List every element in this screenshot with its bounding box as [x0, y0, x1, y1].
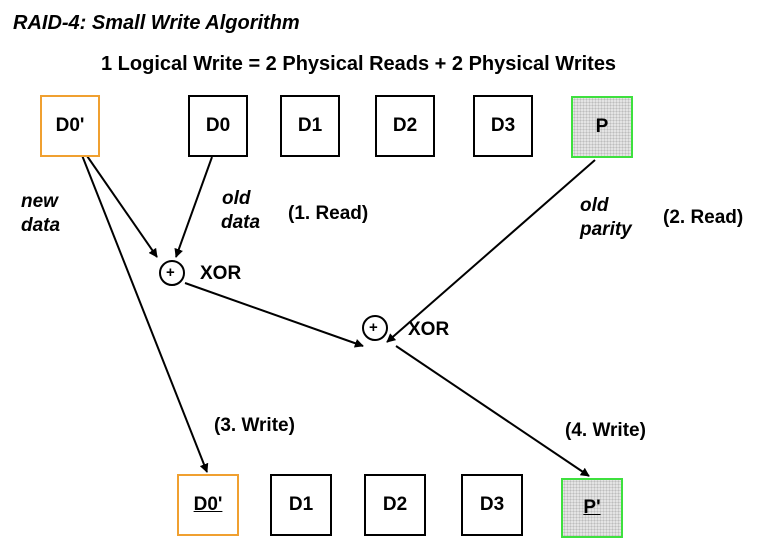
bottom-block-new-data: D0' [177, 474, 239, 536]
page-title: RAID-4: Small Write Algorithm [13, 12, 300, 34]
arrow-old-parity-to-xor2 [386, 159, 596, 343]
label-xor-1: XOR [200, 263, 242, 284]
top-block-parity: P [571, 96, 633, 158]
arrow-xor1-to-xor2 [184, 282, 364, 348]
arrow-old-data-to-xor1 [174, 156, 213, 258]
label-write-4: (4. Write) [565, 420, 646, 441]
arrow-new-data-to-xor1 [75, 139, 158, 258]
xor1-circle [159, 260, 185, 286]
top-block-d2: D2 [375, 95, 435, 157]
top-block-d3: D3 [473, 95, 533, 157]
arrow-xor2-to-new-parity [395, 345, 590, 477]
xor2-circle [362, 315, 388, 341]
arrow-new-data-to-write [75, 139, 209, 473]
xor2-plus-icon: + [369, 319, 378, 336]
label-old-data-line1: old [222, 188, 251, 209]
label-old-parity-line2: parity [580, 219, 632, 240]
label-xor-2: XOR [408, 319, 450, 340]
xor1-plus-icon: + [166, 264, 175, 281]
label-new-data-line1: new [21, 191, 58, 212]
label-read-1: (1. Read) [288, 203, 369, 224]
subtitle: 1 Logical Write = 2 Physical Reads + 2 P… [101, 53, 617, 75]
label-old-data-line2: data [221, 212, 261, 233]
bottom-block-d2: D2 [364, 474, 426, 536]
label-new-data-line2: data [21, 215, 61, 236]
bottom-block-new-parity: P' [561, 478, 623, 538]
top-block-new-data: D0' [40, 95, 100, 157]
label-read-2: (2. Read) [663, 207, 744, 228]
label-old-parity-line1: old [580, 195, 609, 216]
top-block-d0: D0 [188, 95, 248, 157]
label-write-3: (3. Write) [214, 415, 295, 436]
bottom-block-d1: D1 [270, 474, 332, 536]
top-block-d1: D1 [280, 95, 340, 157]
bottom-block-d3: D3 [461, 474, 523, 536]
